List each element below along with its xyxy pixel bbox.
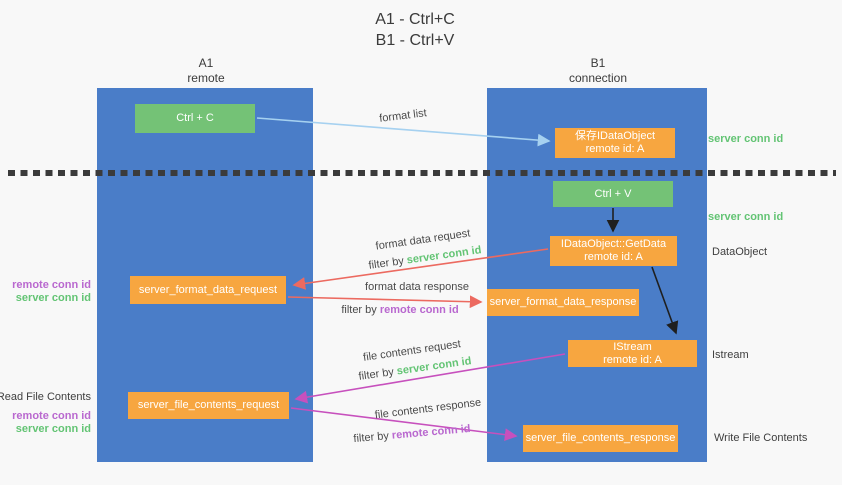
node-save-idataobject: 保存IDataObject remote id: A [555,128,675,158]
filter-by-text: filter by [357,366,395,383]
diagram-title: A1 - Ctrl+C B1 - Ctrl+V [330,9,500,51]
right-label-server-conn-id-top: server conn id [708,133,784,145]
title-line-2: B1 - Ctrl+V [375,32,455,49]
left-label-conn-ids-format: remote conn id server conn id [12,279,91,305]
istream-line2: remote id: A [603,353,662,366]
dotted-phase-divider [8,170,836,176]
edge-label-format-data-response: format data response [365,281,469,293]
ctrl-v-label: Ctrl + V [594,187,632,200]
remote-conn-id-text: remote conn id [379,304,459,316]
right-label-server-conn-id-mid: server conn id [708,211,784,223]
server-conn-id-text: server conn id [406,244,483,267]
column-header-b1: B1 connection [538,56,658,86]
getdata-line1: IDataObject::GetData [560,238,667,250]
node-server-format-data-response: server_format_data_response [487,289,639,316]
ctrl-c-label: Ctrl + C [176,112,214,124]
getdata-line2: remote id: A [584,251,643,263]
node-ctrl-v: Ctrl + V [553,181,673,207]
column-a1-subtitle: remote [187,71,225,85]
column-b1-name: B1 [590,56,606,70]
file-response-label: server_file_contents_response [525,432,676,444]
server-conn-id-text: server conn id [396,355,473,378]
node-ctrl-c: Ctrl + C [135,104,255,133]
filter-by-text: filter by [367,255,405,272]
right-label-write-file-contents: Write File Contents [714,432,808,444]
remote-conn-id-text: remote conn id [12,279,91,291]
server-conn-id-text: server conn id [15,423,91,435]
remote-conn-id-text: remote conn id [391,422,471,442]
save-idataobject-line2: remote id: A [585,143,645,155]
edge-label-filter-by-remote-conn-id-2: filter by remote conn id [353,423,471,445]
remote-conn-id-text: remote conn id [12,410,91,422]
column-b1-subtitle: connection [568,71,628,85]
node-server-file-contents-request: server_file_contents_request [128,392,289,419]
save-idataobject-line1: 保存IDataObject [574,130,656,142]
server-conn-id-text: server conn id [15,292,91,304]
edge-label-filter-by-remote-conn-id: filter by remote conn id [341,304,458,316]
node-istream: IStream remote id: A [568,340,697,367]
node-idataobject-getdata: IDataObject::GetData remote id: A [550,236,677,266]
node-server-file-contents-response: server_file_contents_response [523,425,678,452]
title-line-1: A1 - Ctrl+C [375,11,455,28]
format-response-label: server_format_data_response [489,296,637,308]
right-label-istream: Istream [712,349,749,361]
right-label-dataobject: DataObject [712,246,768,258]
left-label-conn-ids-file: remote conn id server conn id [12,410,91,436]
column-a1-name: A1 [198,56,214,70]
edge-label-format-list: format list [378,107,428,125]
filter-by-text: filter by [341,304,377,316]
column-header-a1: A1 remote [146,56,266,86]
istream-line1: IStream [613,340,652,353]
format-request-label: server_format_data_request [138,283,278,296]
node-server-format-data-request: server_format_data_request [130,276,286,304]
file-request-label: server_file_contents_request [137,399,280,411]
arrow-format-data-response [287,295,483,309]
edge-label-file-contents-response: file contents response [374,396,482,422]
filter-by-text: filter by [353,430,390,446]
left-label-read-file-contents: Read File Contents [0,391,91,403]
